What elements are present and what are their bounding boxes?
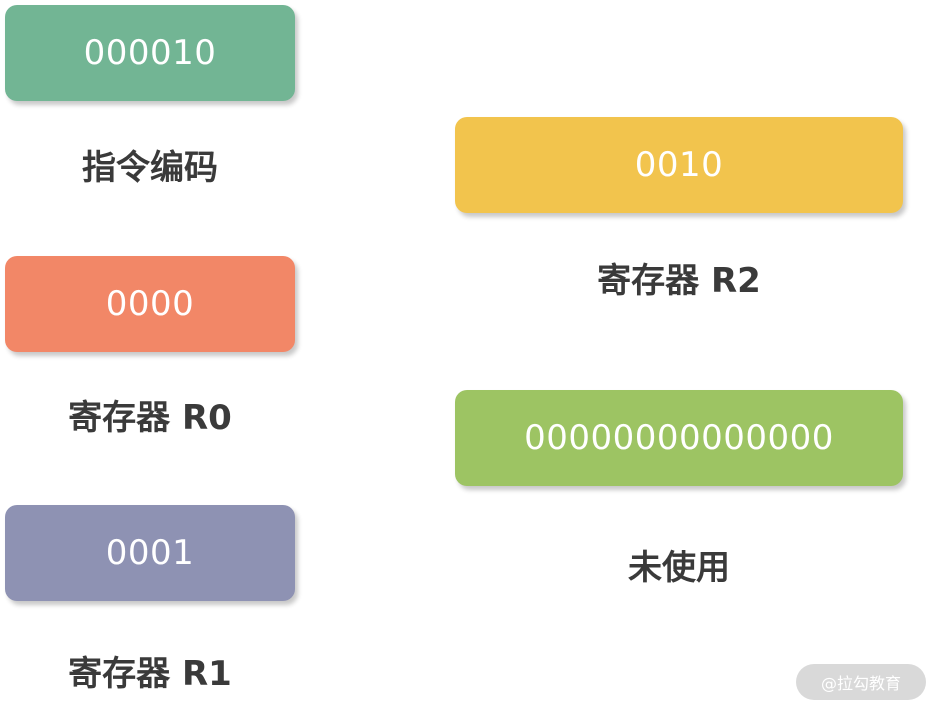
- register-r0-value: 0000: [105, 284, 195, 324]
- register-r2-value: 0010: [634, 145, 724, 185]
- opcode-box: 000010: [5, 5, 295, 101]
- unused-label: 未使用: [628, 548, 730, 588]
- register-r1-box: 0001: [5, 505, 295, 601]
- register-r0-box: 0000: [5, 256, 295, 352]
- unused-box: 00000000000000: [455, 390, 903, 486]
- register-r1-label: 寄存器 R1: [68, 654, 232, 694]
- register-r1-value: 0001: [105, 533, 195, 573]
- opcode-value: 000010: [83, 33, 217, 73]
- unused-value: 00000000000000: [524, 418, 834, 458]
- register-r2-box: 0010: [455, 117, 903, 213]
- register-r2-label: 寄存器 R2: [597, 261, 761, 301]
- register-r0-label: 寄存器 R0: [68, 398, 232, 438]
- watermark-badge: @拉勾教育: [796, 664, 926, 700]
- opcode-label: 指令编码: [82, 148, 218, 188]
